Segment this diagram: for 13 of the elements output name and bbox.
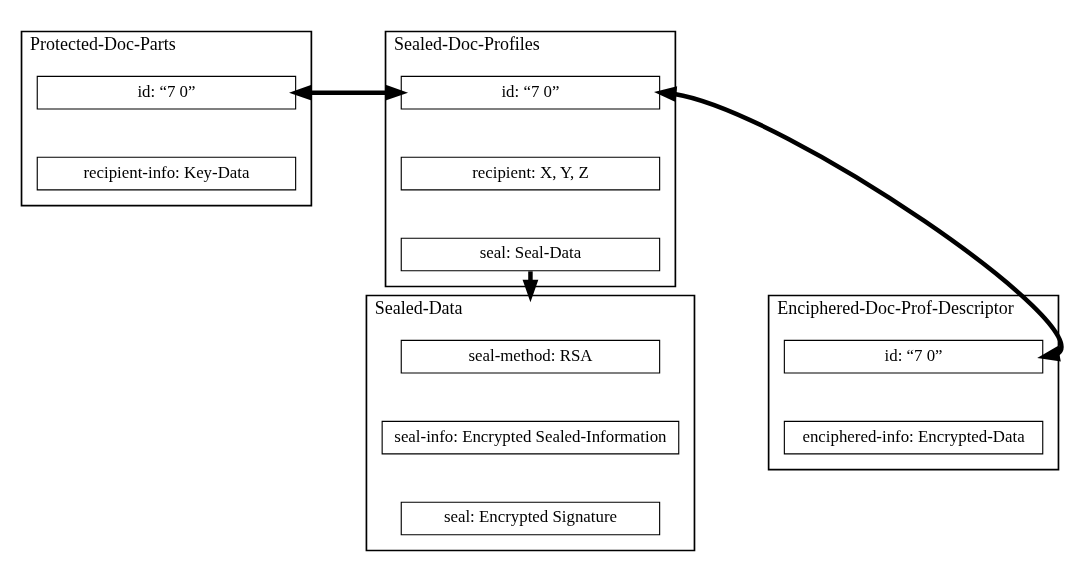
node-box: seal-method: RSA xyxy=(400,339,661,374)
arrow xyxy=(522,270,539,302)
node-box: seal: Seal-Data xyxy=(400,237,661,271)
node-box: recipient: X, Y, Z xyxy=(400,156,661,190)
node-box: id: “7 0” xyxy=(783,339,1044,374)
node-box: recipient-info: Key-Data xyxy=(36,156,297,190)
node-box: seal: Encrypted Signature xyxy=(400,501,661,535)
node-box: seal-info: Encrypted Sealed-Information xyxy=(381,420,680,454)
node-box: id: “7 0” xyxy=(400,75,661,110)
node-box: enciphered-info: Encrypted-Data xyxy=(783,420,1044,454)
node-box: id: “7 0” xyxy=(36,75,297,110)
arrow xyxy=(289,84,409,101)
arrow xyxy=(654,85,1063,361)
